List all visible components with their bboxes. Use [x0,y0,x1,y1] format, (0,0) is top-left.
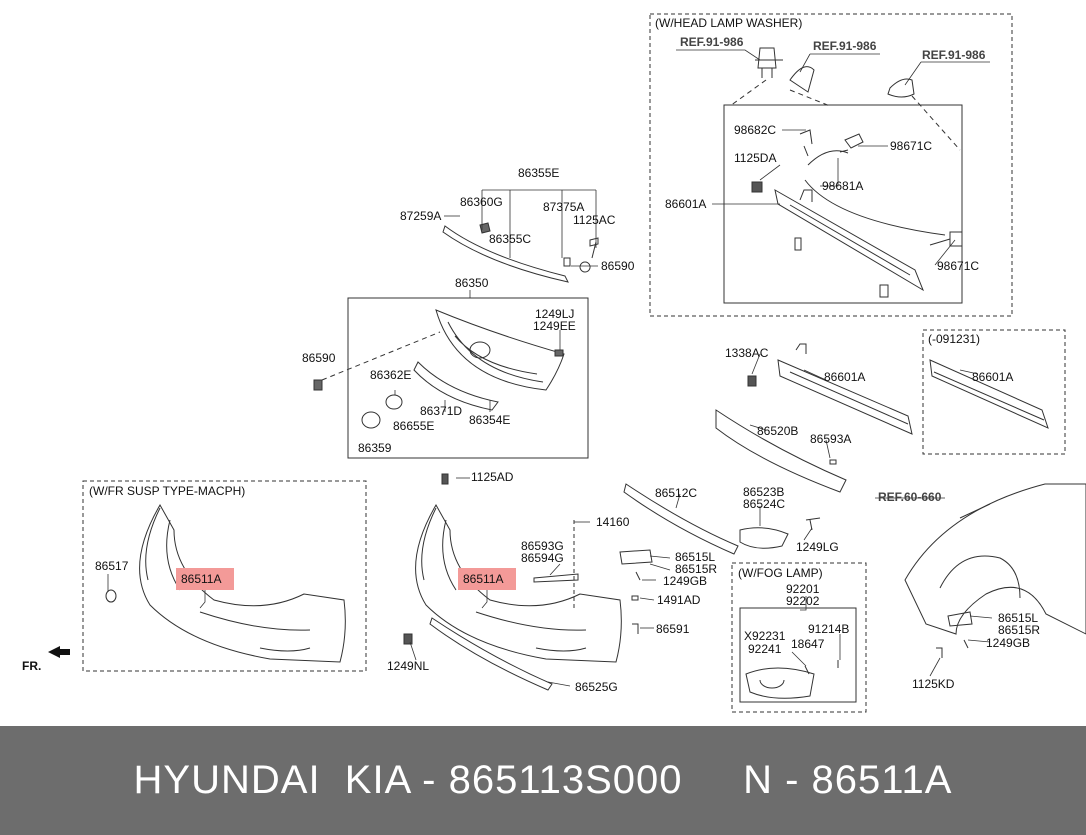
part-number-footer: HYUNDAI KIA - 865113S000 N - 86511A [0,726,1086,835]
label-87259A: 87259A [400,209,441,223]
label-86525G: 86525G [575,680,618,694]
label-86511A-center: 86511A [463,572,503,586]
label-86359: 86359 [358,441,392,455]
label-86594G: 86594G [521,551,564,565]
label-86591: 86591 [656,622,690,636]
head-lamp-washer-box [649,13,1013,317]
label-86655E: 86655E [393,419,434,433]
label-98671C-a: 98671C [890,139,932,153]
label-86350: 86350 [455,276,489,290]
label-86360G: 86360G [460,195,503,209]
label-86511A-left: 86511A [181,572,221,586]
label-86601A-c: 86601A [972,370,1013,384]
fog-lamp-box [731,562,867,713]
label-ref-91-986-b: REF.91-986 [813,39,877,53]
label-98681A: 98681A [822,179,863,193]
label-fr-susp: (W/FR SUSP TYPE-MACPH) [89,484,245,498]
label-86515L-a: 86515L [675,550,715,564]
label-92241: 92241 [748,642,782,656]
label-86517: 86517 [95,559,129,573]
label-92202: 92202 [786,594,820,608]
label-86601A-a: 86601A [665,197,706,211]
label-1249GB-b: 1249GB [986,636,1030,650]
label-86515R-a: 86515R [675,562,717,576]
reinforcement-parts [623,343,1049,555]
label-86371D: 86371D [420,404,462,418]
label-91214B: 91214B [808,622,849,636]
fr-susp-box [82,480,367,672]
label-1338AC: 1338AC [725,346,769,360]
label-86354E: 86354E [469,413,510,427]
label-98682C: 98682C [734,123,776,137]
footer-text: HYUNDAI KIA - 865113S000 N - 86511A [133,758,953,802]
label-86593A: 86593A [810,432,851,446]
grille-parts [313,222,599,429]
label-92201: 92201 [786,582,820,596]
label-1125AD: 1125AD [471,470,514,484]
label-86523B: 86523B [743,485,784,499]
label-date-range: (-091231) [928,332,980,346]
label-1249LG: 1249LG [796,540,839,554]
fog-lamp-parts [745,660,839,699]
label-98671C-b: 98671C [937,259,979,273]
date-range-box [922,329,1066,455]
label-1249NL: 1249NL [387,659,429,673]
label-86512C: 86512C [655,486,697,500]
highlight-86511A-center [458,568,516,590]
label-ref-91-986-c: REF.91-986 [922,48,986,62]
label-1125KD: 1125KD [912,677,955,691]
parts-diagram: (W/HEAD LAMP WASHER) REF.91-986 REF.91-9… [22,13,1086,713]
label-86355E: 86355E [518,166,559,180]
label-1491AD: 1491AD [657,593,701,607]
label-86524C: 86524C [743,497,785,511]
label-86601A-b: 86601A [824,370,865,384]
label-87375A: 87375A [543,200,584,214]
label-head-lamp-washer: (W/HEAD LAMP WASHER) [655,16,802,30]
fender [904,483,1086,658]
label-86590-b: 86590 [302,351,336,365]
label-86515L-b: 86515L [998,611,1038,625]
label-X92231: X92231 [744,629,786,643]
label-ref-91-986-a: REF.91-986 [680,35,744,49]
label-86362E: 86362E [370,368,411,382]
bumper-left [105,503,346,663]
grille-box [347,297,589,459]
label-fog-lamp: (W/FOG LAMP) [738,566,823,580]
label-86520B: 86520B [757,424,798,438]
label-86515R-b: 86515R [998,623,1040,637]
label-86593G: 86593G [521,539,564,553]
label-1125AC: 1125AC [573,213,616,227]
label-1249GB-a: 1249GB [663,574,707,588]
washer-parts [729,47,963,298]
label-fr: FR. [22,659,41,673]
label-86590-a: 86590 [601,259,635,273]
highlight-86511A-left [176,568,234,590]
label-18647: 18647 [791,637,825,651]
bumper-center [403,473,653,691]
label-14160: 14160 [596,515,630,529]
label-1249LJ: 1249LJ [535,307,574,321]
fog-lamp-inner-box [739,607,857,703]
label-1125DA: 1125DA [734,151,776,165]
label-1249EE: 1249EE [533,319,576,333]
fr-arrow-icon [48,646,70,658]
label-ref-60-660: REF.60-660 [878,490,942,504]
label-86355C: 86355C [489,232,531,246]
